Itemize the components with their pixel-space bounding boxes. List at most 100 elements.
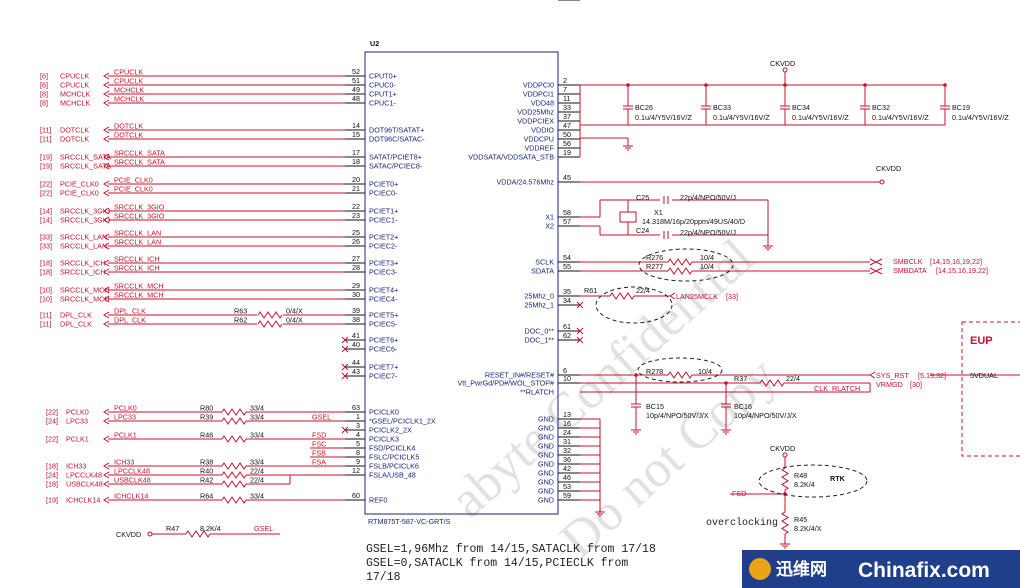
net-label: SRCCLK_3GIO	[114, 212, 165, 221]
net-name: PCLK0	[66, 408, 89, 417]
pin-number: 60	[352, 491, 360, 500]
signal-arrow-icon	[103, 295, 110, 303]
chip-ref: U2	[370, 39, 379, 48]
pin-name: GND	[538, 451, 554, 460]
pin-number: 38	[352, 315, 360, 324]
pin-number: 37	[563, 112, 571, 121]
resistor-icon	[221, 408, 247, 416]
resistor-icon	[221, 496, 247, 504]
power-label: CKVDD	[876, 164, 901, 173]
signal-arrow-icon	[103, 259, 110, 267]
resistor-value: 0/4/X	[286, 316, 303, 325]
pin-number: 6	[563, 366, 567, 375]
pin-name: PCIEC6-	[369, 345, 398, 354]
pin-number: 55	[563, 262, 571, 271]
pin-name: VDDA/24.576Mhz	[496, 178, 554, 187]
ground-icon	[631, 426, 641, 435]
resistor-ref: R45	[794, 515, 807, 524]
signal-arrow-icon	[103, 72, 110, 80]
net-label: SRCCLK_3GIO	[114, 203, 165, 212]
pin-number: 18	[352, 157, 360, 166]
fs-label: FSC	[312, 440, 326, 449]
net-name: SRCCLK_ICH	[60, 259, 106, 268]
pin-number: 25	[352, 228, 360, 237]
ground-icon	[721, 426, 731, 435]
pin-name: PCIEC1-	[369, 216, 398, 225]
wire	[576, 327, 584, 335]
cap-ref: BC32	[872, 103, 890, 112]
net-label: DOTCLK	[114, 122, 143, 131]
pin-name: PCIET5+	[369, 311, 398, 320]
net-label: SRCCLK_MCH	[114, 282, 164, 291]
pin-name: VDDPCI1	[523, 90, 554, 99]
net-name: PCIE_CLK0	[60, 189, 99, 198]
highlight-ellipse	[758, 464, 868, 498]
resistor-ref: R80	[200, 404, 213, 413]
signal-arrow-icon	[103, 268, 110, 276]
cap-value: 10p/4/NPO/50V/J/X	[646, 411, 709, 420]
net-name: DPL_CLK	[60, 311, 92, 320]
eup-title: EUP	[970, 335, 993, 347]
net-label: VRMGD	[876, 380, 903, 389]
signal-arrow-icon	[669, 292, 676, 300]
resistor-icon	[781, 511, 789, 535]
pin-name: PCIEC0-	[369, 189, 398, 198]
net-label: PCIE_CLK0	[114, 176, 153, 185]
cap-value: 10p/4/NPO/50V/J/X	[734, 411, 797, 420]
pin-name: DOT96T/SATAT+	[369, 126, 424, 135]
pin-number: 36	[563, 455, 571, 464]
net-label: PCLK1	[114, 431, 137, 440]
signal-arrow-icon	[103, 311, 110, 319]
net-page-ref: [11]	[40, 320, 51, 329]
net-page-ref: [22]	[40, 180, 52, 189]
pin-name: GND	[538, 487, 554, 496]
wire	[341, 426, 349, 434]
net-page-ref: [11]	[40, 311, 51, 320]
net-label: USBCLK48	[114, 476, 151, 485]
pin-name: GND	[538, 0, 554, 2]
pin-name: PCIET4+	[369, 286, 398, 295]
net-label: SRCCLK_SATA	[114, 149, 165, 158]
signal-arrow-icon	[103, 286, 110, 294]
no-connect-icon	[341, 363, 349, 371]
net-name: SRCCLK_LAN	[60, 242, 107, 251]
pin-number: 47	[563, 121, 571, 130]
pin-name: 25Mhz_1	[524, 301, 554, 310]
net-page-ref: [6]	[40, 81, 48, 90]
pin-name: FSLB/PCICLK6	[369, 462, 419, 471]
pin-name: DOC_1**	[524, 336, 554, 345]
resistor-ref: R47	[166, 524, 179, 533]
pin-name: PCIEC5-	[369, 320, 398, 329]
cap-ref: BC15	[646, 402, 664, 411]
fs-label: FSD	[312, 431, 326, 440]
pin-number: 22	[352, 202, 360, 211]
pin-name: VDD48	[531, 99, 554, 108]
cap-ref: BC34	[792, 103, 810, 112]
net-name: PCLK1	[66, 435, 89, 444]
net-label: SYS_RST	[876, 371, 909, 380]
pin-name: VDDPCIEX	[517, 117, 554, 126]
pin-name: PCIEC3-	[369, 268, 398, 277]
net-page-ref: [19]	[40, 162, 52, 171]
net-page-ref: [10]	[40, 295, 52, 304]
wire	[341, 336, 349, 344]
fs-label: GSEL	[312, 413, 331, 422]
resistor-ref: R278	[646, 367, 663, 376]
resistor-ref: R276	[646, 253, 663, 262]
resistor-value: 33/4	[250, 431, 264, 440]
net-name: SRCCLK_LAN	[60, 233, 107, 242]
resistor-value: 22/4	[250, 467, 264, 476]
net-page-ref: [18]	[40, 268, 52, 277]
net-page-ref: [24]	[46, 417, 58, 426]
net-label: SMBDATA	[893, 266, 927, 275]
pin-name: VDDCPU	[524, 135, 554, 144]
signal-arrow-icon	[103, 126, 110, 134]
pin-number: 46	[563, 473, 571, 482]
pin-number: 27	[352, 254, 360, 263]
resistor-ref: R46	[200, 431, 213, 440]
ground-icon	[780, 540, 790, 549]
net-name: SRCCLK_ICH	[60, 268, 106, 277]
net-label: SRCCLK_SATA	[114, 158, 165, 167]
net-page-ref: [10]	[40, 286, 52, 295]
